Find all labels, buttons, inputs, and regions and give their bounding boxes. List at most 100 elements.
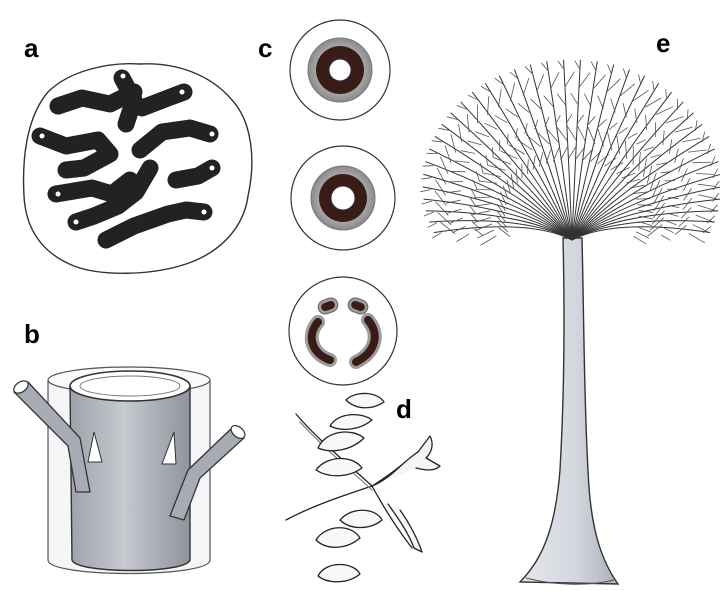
crown-twig [591,62,596,71]
crown-twig [588,117,595,125]
crown-twig [488,165,505,170]
crown-twig [608,132,612,150]
crown-twig [536,131,549,144]
crown-twig [621,84,635,95]
crown-twig [667,221,676,225]
panel-e-trunk [520,238,618,584]
panel-b-label: b [24,319,40,349]
crown-twig [523,78,529,95]
crown-twig [679,217,689,227]
crown-twig [438,213,451,225]
panel-d-label: d [396,394,412,424]
crown-twig [650,173,656,190]
crown-twig [665,228,674,232]
crown-twig [565,72,575,87]
crown-twig [636,232,649,238]
crown-twig [468,141,482,145]
crown-twig [545,117,549,126]
crown-twig [451,135,456,152]
crown-twig [510,83,514,101]
crown-twig [625,141,626,159]
crown-twig [609,123,617,129]
crown-twig [556,115,561,124]
crown-twig [639,152,641,170]
leaf [318,565,360,582]
crown-twig [423,166,433,167]
crown-twig [568,147,575,159]
crown-twig [436,180,446,195]
crown-twig [433,233,442,238]
crown-twig [553,148,558,161]
leaf [316,528,360,548]
crown-twig [501,151,517,159]
crown-twig [675,127,692,132]
crown-twig [689,234,705,243]
crown-twig [494,158,511,164]
panel-c-label: c [258,33,272,63]
crown-twig [638,227,651,232]
crown-twig [441,223,455,234]
panel-e: e [421,28,720,584]
crown-twig [436,202,448,215]
crown-twig [421,190,431,192]
crown-twig [507,134,508,144]
crown-twig [619,128,627,134]
crown-twig [611,99,615,112]
crown-twig [567,126,577,141]
crown-twig [467,114,469,132]
crown-twig [535,120,538,130]
crown-twig [470,214,477,221]
panel-a: a [24,33,252,273]
crown-twig [428,223,437,227]
crown-twig [481,236,497,245]
crown-twig [459,124,462,142]
crown-twig [714,181,720,189]
crown-twig [666,90,667,100]
leaf [346,393,384,407]
panel-c-section-2 [291,146,395,250]
crown-twig [537,75,544,92]
leaf [318,432,364,451]
crown-twig [611,163,623,170]
crown-twig [488,97,489,115]
crown-twig [608,65,612,74]
panel-c: c [258,20,397,385]
crown-twig [441,157,448,173]
crown-twig [578,126,586,142]
crown-twig [476,172,479,181]
crown-twig [663,131,664,145]
crown-twig [448,181,462,182]
crown-twig [644,147,653,151]
leaf [316,459,362,476]
crown-twig [639,75,641,85]
crown-twig [422,201,432,204]
crown-twig [662,235,671,240]
crown-twig [682,138,700,142]
leaf [330,415,372,430]
crown-twig [628,133,637,138]
crown-twig [447,191,461,193]
crown-twig [646,98,662,107]
crown-twig [623,69,626,79]
crown-twig [634,237,646,244]
crown-twig [598,96,603,109]
crown-twig [657,107,673,115]
crown-twig [683,179,690,191]
crown-twig [699,195,717,199]
panel-d-sprig [286,393,440,581]
crown-twig [598,129,604,146]
crown-twig [461,151,475,154]
crown-twig [499,89,502,107]
crown-twig [579,73,590,87]
crown-twig [561,147,567,159]
crown-twig [424,212,433,216]
crown-twig [479,181,497,183]
crown-twig [669,140,671,154]
panel-b: b [12,319,248,574]
crown-twig [486,155,488,165]
crown-twig [551,73,559,89]
crown-twig [675,226,686,235]
crown-twig [698,184,716,186]
crown-twig [481,163,484,173]
